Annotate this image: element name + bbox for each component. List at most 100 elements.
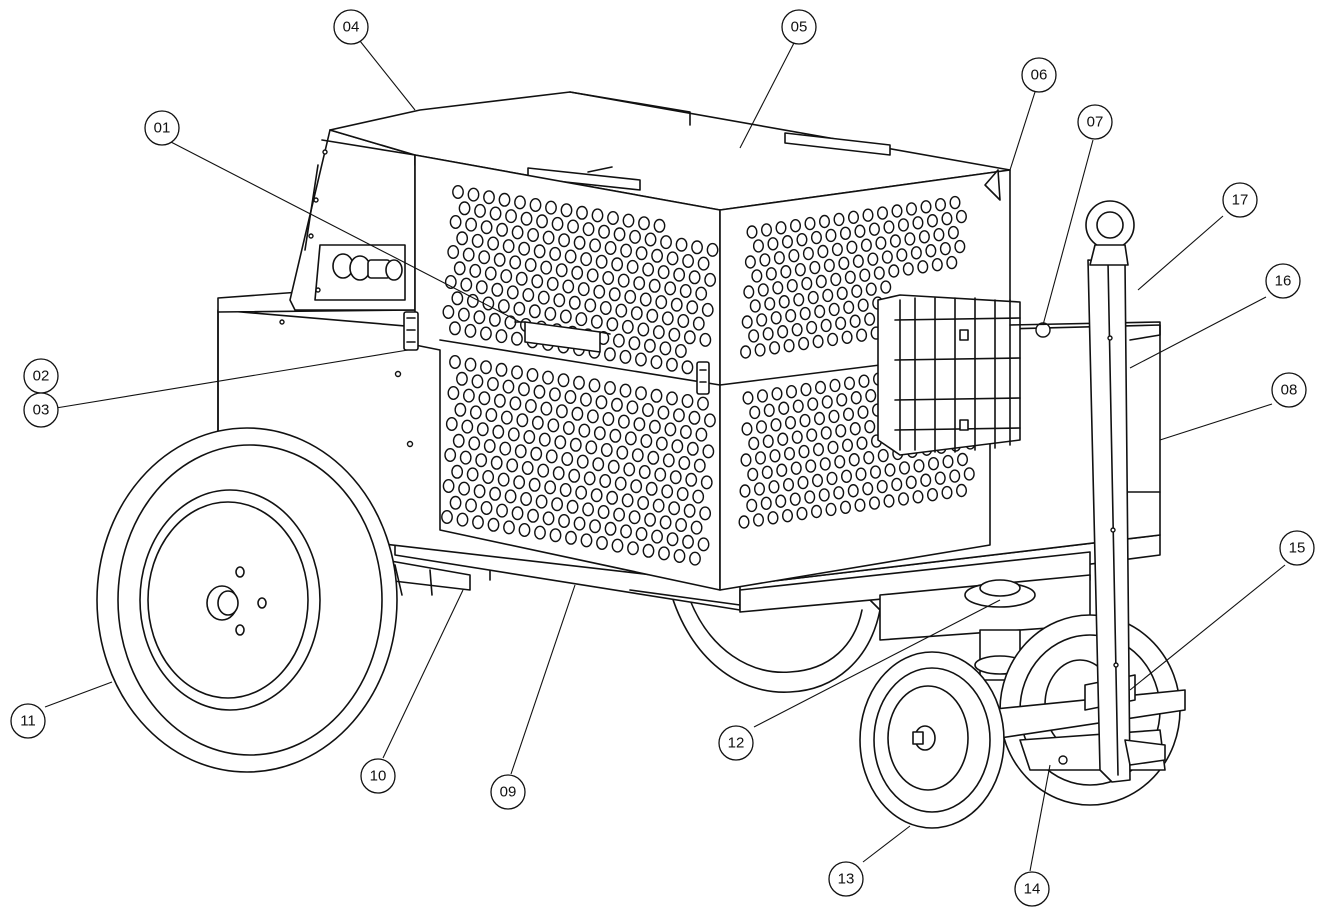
perforation [571,265,584,280]
perforation [666,357,678,372]
perforation [660,235,672,250]
perforation [576,454,589,469]
perforation [558,233,570,248]
perforation [521,461,534,476]
perforation [511,225,524,240]
perforation [621,319,634,334]
perforation [769,449,781,463]
perforation [585,440,598,455]
perforation [935,197,947,212]
perforation [939,241,951,256]
perforation [673,549,686,564]
perforation [877,206,889,220]
perforation [806,428,818,442]
perforation [860,238,872,252]
svg-text:13: 13 [838,871,855,888]
perforation [584,298,597,313]
perforation [604,381,616,396]
perforation [749,405,761,420]
perforation [622,213,635,228]
perforation [784,447,796,461]
perforation [611,397,623,412]
perforation [833,212,845,227]
perforation [559,483,572,498]
perforation [809,260,821,275]
perforation [495,362,508,377]
base-tray [394,534,1161,613]
perforation [480,326,492,341]
perforation [456,371,468,386]
perforation [609,428,622,443]
perforation [520,211,533,226]
perforation [792,399,804,413]
perforation [471,233,484,248]
perforation [592,457,605,472]
perforation [819,457,831,471]
perforation [807,290,819,305]
perforation [754,482,766,496]
perforation [504,315,517,330]
perforation [761,223,773,237]
perforation [518,523,531,538]
perforation [912,216,924,230]
perforation [604,347,616,362]
perforation [865,388,877,403]
svg-text:11: 11 [20,713,36,730]
perforation [642,403,654,418]
perforation [447,244,460,259]
svg-text:01: 01 [154,120,171,137]
perforation [751,269,763,283]
leader-10 [382,589,464,759]
perforation [485,408,498,423]
perforation [761,465,773,480]
perforation [487,517,500,532]
perforation [442,479,455,494]
perforation [540,401,553,416]
perforation [639,292,652,307]
perforation [744,255,756,269]
perforation [685,472,698,487]
perforation [883,220,895,234]
perforation [650,388,663,403]
perforation [524,258,537,273]
svg-text:16: 16 [1275,273,1292,290]
perforation [662,453,675,468]
perforation [827,440,839,455]
perforation [480,220,493,235]
perforation [516,413,529,428]
perforation [812,334,824,349]
perforation [619,383,632,398]
perforation [580,533,593,548]
perforation [492,424,505,439]
perforation [777,325,789,339]
perforation [839,226,851,241]
perforation [635,352,647,367]
perforation [464,323,477,338]
perforation [669,470,682,485]
perforation [547,418,560,433]
callout-14: 14 [1014,871,1050,907]
perforation [500,269,513,284]
perforation [499,441,512,456]
perforation [875,236,887,250]
perforation [637,496,650,511]
leader-05 [739,40,796,149]
perforation [828,409,840,424]
perforation [537,463,550,478]
perforation [822,288,834,303]
perforation [527,508,539,523]
perforation [600,443,613,458]
perforation [767,237,779,251]
perforation [597,505,610,520]
perforation [762,434,774,449]
svg-text:12: 12 [728,735,745,752]
perforation [865,282,877,296]
callout-08: 08 [1271,372,1307,408]
perforation [577,282,590,297]
perforation [818,488,830,502]
perforation [528,304,541,319]
perforation [898,492,910,506]
perforation [611,257,624,272]
perforation [817,244,829,259]
